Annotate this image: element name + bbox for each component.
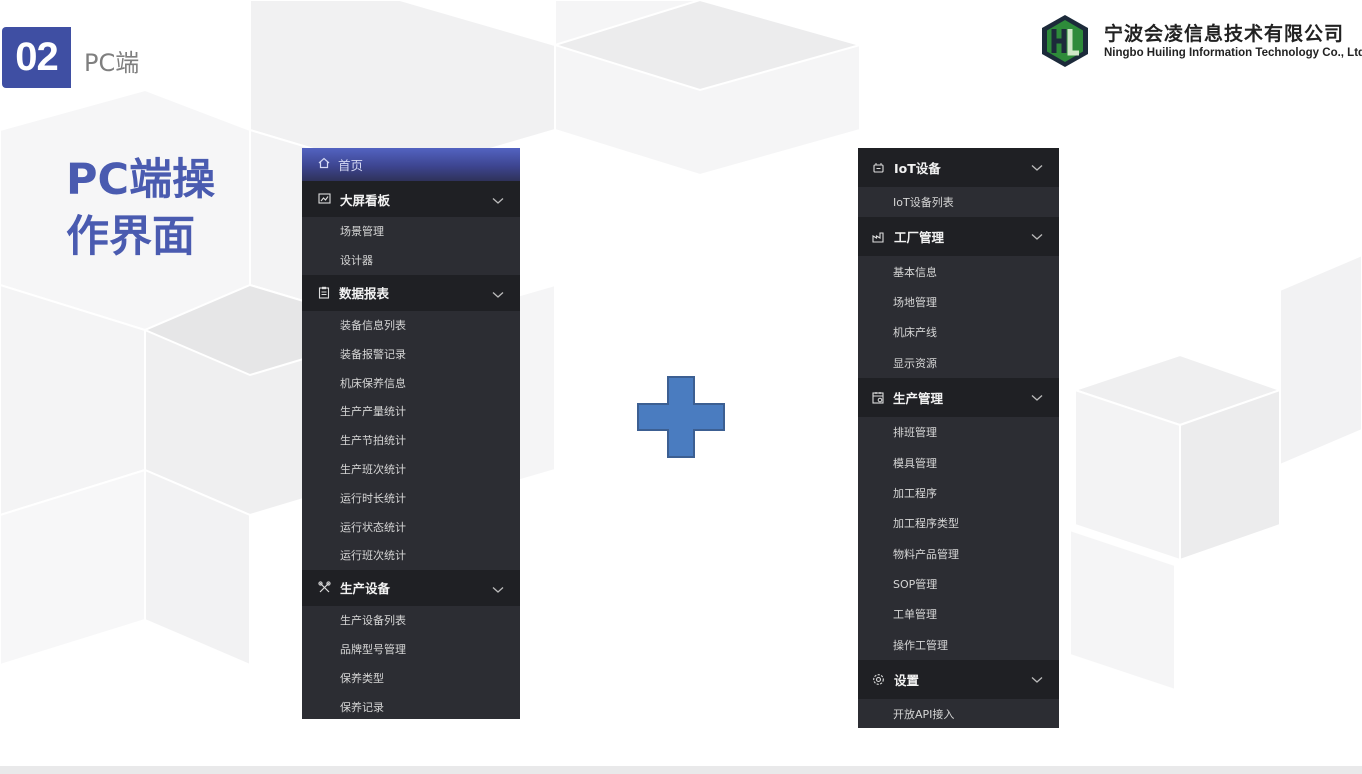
menu-item[interactable]: 基本信息 [893, 265, 937, 279]
menu-group-label: 大屏看板 [340, 192, 391, 208]
chevron-down-icon [492, 193, 504, 208]
right-sidebar-menu: IoT设备 IoT设备列表 工厂管理 基本信息 场地管理 机床产线 显示资源 生… [858, 148, 1059, 728]
plus-icon [637, 376, 725, 458]
menu-item[interactable]: 设计器 [340, 254, 373, 268]
menu-item[interactable]: 生产设备列表 [340, 614, 406, 628]
menu-item[interactable]: 开放API接入 [893, 708, 955, 722]
chevron-down-icon [1031, 672, 1043, 687]
menu-group-label: IoT设备 [894, 161, 941, 176]
menu-item[interactable]: 显示资源 [893, 356, 937, 370]
menu-item[interactable]: 加工程序 [893, 486, 937, 500]
gear-icon [872, 673, 885, 686]
home-icon [318, 157, 330, 172]
headline-line-2: 作界面 [66, 212, 195, 262]
chevron-down-icon [492, 287, 504, 302]
menu-item[interactable]: 机床产线 [893, 326, 937, 340]
menu-item[interactable]: 生产产量统计 [340, 405, 406, 419]
menu-group-label: 设置 [894, 673, 920, 689]
calendar-icon [872, 391, 884, 404]
menu-item[interactable]: 模具管理 [893, 456, 937, 470]
factory-icon [872, 231, 885, 243]
headline-line-1: PC端操 [66, 155, 216, 205]
menu-item[interactable]: 物料产品管理 [893, 547, 959, 561]
menu-item[interactable]: 生产班次统计 [340, 462, 406, 476]
company-name-en: Ningbo Huiling Information Technology Co… [1104, 47, 1362, 59]
menu-group-dashboard[interactable]: 大屏看板 [302, 181, 520, 217]
menu-item[interactable]: 保养类型 [340, 671, 384, 685]
menu-item[interactable]: 场地管理 [893, 295, 937, 309]
chevron-down-icon [1031, 160, 1043, 175]
menu-item[interactable]: 运行班次统计 [340, 549, 406, 563]
menu-item[interactable]: 工单管理 [893, 608, 937, 622]
menu-group-factory[interactable]: 工厂管理 [858, 217, 1059, 257]
section-number-badge: 02 [2, 27, 71, 88]
menu-item[interactable]: IoT设备列表 [893, 196, 954, 210]
menu-group-label: 工厂管理 [894, 230, 945, 246]
menu-item[interactable]: 运行时长统计 [340, 491, 406, 505]
menu-item-home[interactable]: 首页 [302, 148, 520, 181]
menu-group-label: 生产管理 [893, 390, 944, 406]
menu-item[interactable]: 装备信息列表 [340, 318, 406, 332]
chevron-down-icon [1031, 390, 1043, 405]
company-logo [1042, 15, 1088, 67]
menu-group-settings[interactable]: 设置 [858, 660, 1059, 700]
headline: PC端操 作界面 [66, 152, 246, 266]
chevron-down-icon [492, 582, 504, 597]
menu-group-iot[interactable]: IoT设备 [858, 148, 1059, 187]
menu-item[interactable]: 装备报警记录 [340, 347, 406, 361]
menu-item[interactable]: 运行状态统计 [340, 520, 406, 534]
tools-icon [318, 581, 331, 594]
clipboard-icon [318, 286, 330, 299]
section-title: PC端 [84, 49, 140, 77]
menu-group-label: 数据报表 [339, 286, 390, 302]
company-name-cn: 宁波会凌信息技术有限公司 [1104, 23, 1345, 45]
menu-group-equipment[interactable]: 生产设备 [302, 569, 520, 606]
menu-item[interactable]: 加工程序类型 [893, 517, 959, 531]
menu-item[interactable]: 操作工管理 [893, 638, 948, 652]
left-sidebar-menu: 首页 大屏看板 场景管理 设计器 数据报表 装备信息列表 装备报警记录 机床保养… [302, 148, 520, 719]
menu-item-home-label: 首页 [338, 158, 364, 173]
bottom-bar [0, 766, 1362, 774]
dashboard-icon [318, 193, 331, 205]
menu-item[interactable]: 品牌型号管理 [340, 642, 406, 656]
device-icon [872, 162, 885, 174]
menu-item[interactable]: 保养记录 [340, 700, 384, 714]
chevron-down-icon [1031, 229, 1043, 244]
menu-group-reports[interactable]: 数据报表 [302, 274, 520, 311]
menu-group-label: 生产设备 [340, 581, 391, 597]
menu-item[interactable]: SOP管理 [893, 578, 938, 592]
menu-item[interactable]: 生产节拍统计 [340, 434, 406, 448]
menu-item[interactable]: 机床保养信息 [340, 376, 406, 390]
menu-item[interactable]: 排班管理 [893, 426, 937, 440]
menu-item[interactable]: 场景管理 [340, 225, 384, 239]
menu-group-production[interactable]: 生产管理 [858, 377, 1059, 417]
